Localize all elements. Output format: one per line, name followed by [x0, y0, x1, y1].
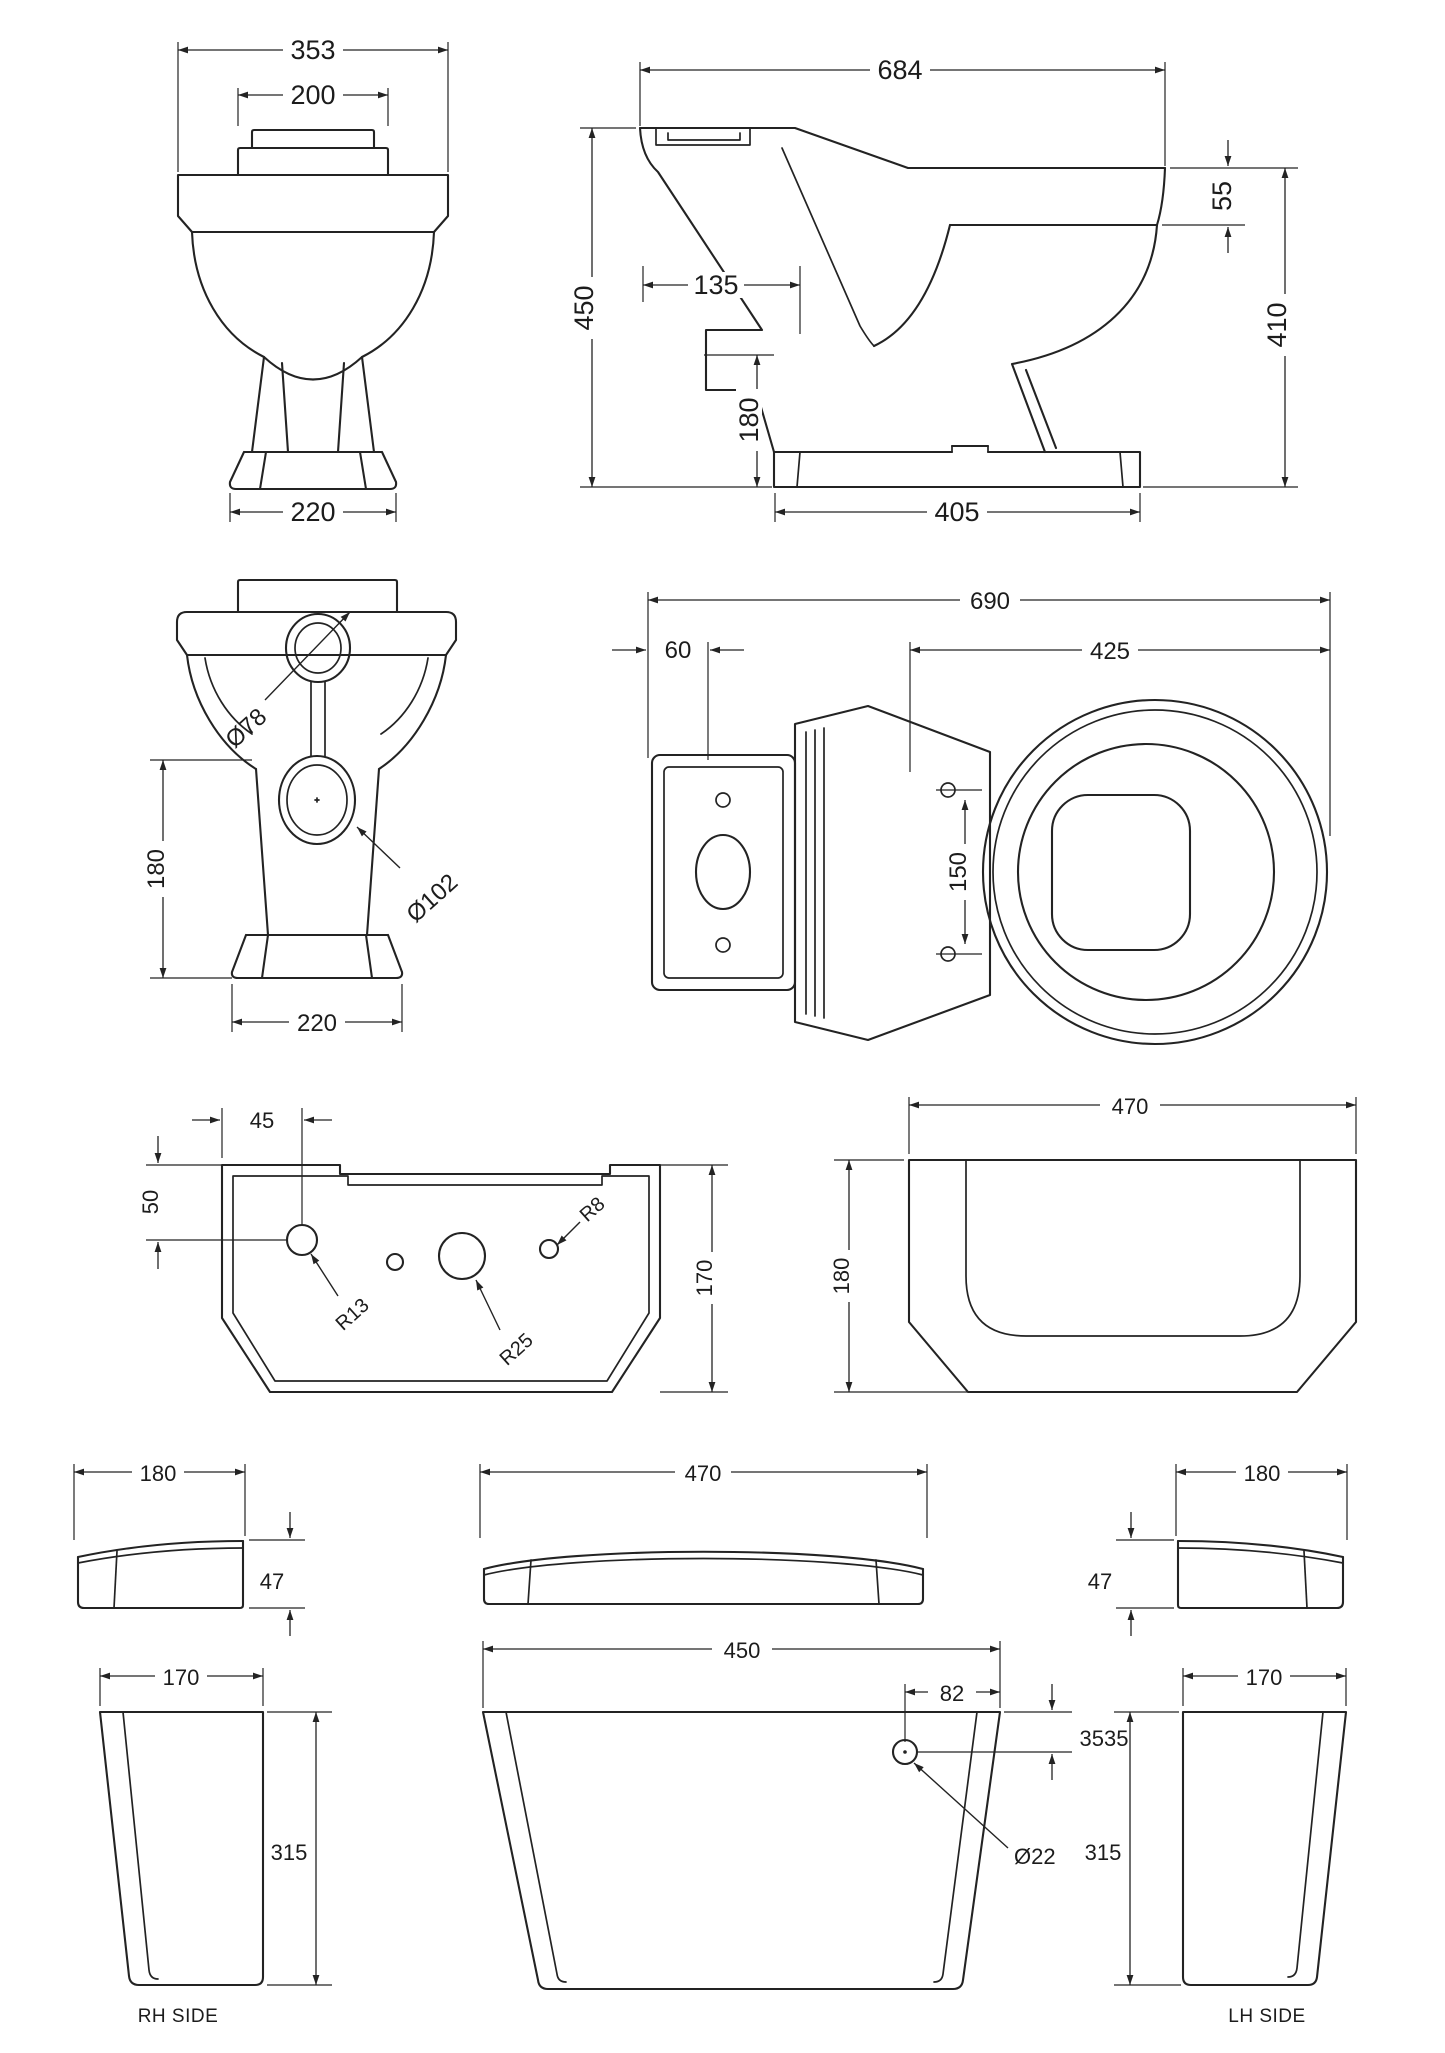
dim-pan-side-overall-height: 450: [569, 285, 599, 330]
dim-cistern-shell-width: 470: [1112, 1094, 1149, 1119]
dim-cistern-plan-depth: 170: [692, 1260, 717, 1297]
view-cistern-front: 450 82 3535 Ø22: [481, 1636, 1129, 1991]
view-pan-side: 684 450 410 55 135 180 405: [569, 55, 1298, 527]
dim-pan-side-seat-thickness: 55: [1207, 181, 1237, 211]
caption-lh-side: LH SIDE: [1228, 2006, 1305, 2027]
dim-cistern-plan-hole-r25: R25: [496, 1329, 538, 1370]
dim-lid-front-width: 470: [685, 1461, 722, 1486]
dim-pan-rear-outlet-dia: Ø102: [401, 869, 463, 928]
view-lid-left-end: 180 47: [73, 1459, 305, 1636]
dim-pan-front-cap-width: 200: [290, 80, 335, 110]
dim-pan-plan-fixing-centres: 150: [945, 852, 972, 892]
dim-cistern-front-hole-dia: Ø22: [1014, 1844, 1056, 1869]
dim-lid-right-width: 180: [1244, 1461, 1281, 1486]
dim-cistern-shell-height: 180: [829, 1258, 854, 1295]
dim-pan-rear-outlet-height: 180: [143, 849, 170, 889]
view-lid-right-end: 180 47: [1088, 1459, 1348, 1636]
dim-pan-front-overall-width: 353: [290, 35, 335, 65]
dim-cistern-plan-hole-r8: R8: [576, 1193, 610, 1226]
dim-cistern-rh-width: 170: [163, 1665, 200, 1690]
dim-pan-side-flush-bend-depth: 135: [693, 270, 738, 300]
dim-pan-side-overall-depth: 684: [877, 55, 922, 85]
dim-pan-side-rim-height: 410: [1262, 302, 1292, 347]
dim-cistern-front-hole-offset: 82: [940, 1681, 964, 1706]
dim-cistern-plan-hole-offset-x: 45: [250, 1108, 274, 1133]
view-cistern-plan: 45 50 R13 R25 R8 170: [138, 1108, 728, 1394]
dim-pan-front-base-width: 220: [290, 497, 335, 527]
dim-cistern-front-width: 450: [724, 1638, 761, 1663]
dim-pan-plan-seat-depth: 425: [1090, 638, 1130, 665]
dim-lid-left-width: 180: [140, 1461, 177, 1486]
view-pan-rear: Ø78 Ø102 180 220: [142, 578, 463, 1037]
view-pan-front: 353 200 220: [176, 35, 450, 527]
view-lid-front: 470: [479, 1459, 928, 1606]
dim-pan-rear-base-width: 220: [297, 1010, 337, 1037]
view-cistern-rh-side: 170 315 RH SIDE: [98, 1663, 332, 2027]
dim-lid-left-height: 47: [260, 1569, 284, 1594]
dim-pan-side-soil-pipe-height: 180: [734, 397, 764, 442]
dim-lid-right-height: 47: [1088, 1569, 1112, 1594]
dim-pan-plan-back-gap: 60: [665, 637, 692, 664]
view-cistern-shell: 470 180: [828, 1092, 1358, 1394]
dim-cistern-front-hole-drop: 3535: [1080, 1726, 1129, 1751]
view-cistern-lh-side: 170 315 LH SIDE: [1085, 1663, 1348, 2027]
dim-cistern-lh-height: 315: [1085, 1840, 1122, 1865]
dim-cistern-plan-hole-offset-y: 50: [138, 1190, 163, 1214]
dim-cistern-plan-hole-r13: R13: [332, 1294, 374, 1335]
dim-pan-plan-overall-depth: 690: [970, 588, 1010, 615]
dim-pan-side-base-depth: 405: [934, 497, 979, 527]
view-pan-plan: 690 60 425 150: [612, 587, 1331, 1046]
caption-rh-side: RH SIDE: [138, 2006, 219, 2027]
dim-cistern-rh-height: 315: [271, 1840, 308, 1865]
dim-cistern-lh-width: 170: [1246, 1665, 1283, 1690]
